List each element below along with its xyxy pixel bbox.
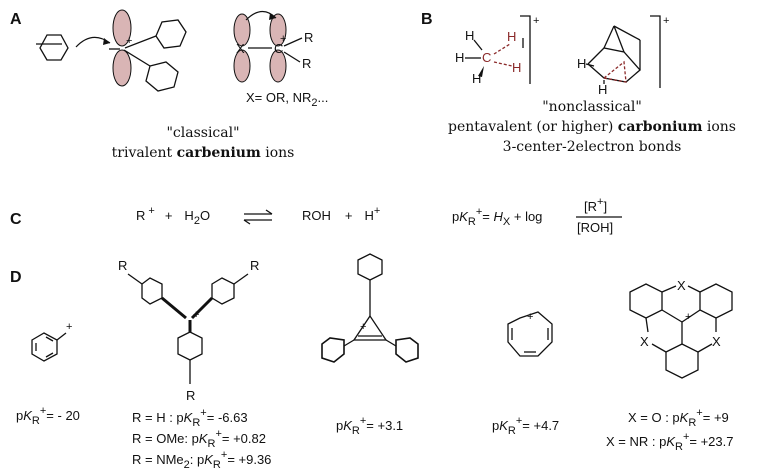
- phenyl-ring-lower: [145, 61, 179, 92]
- phenyl-nucleophile: [36, 34, 69, 61]
- svg-text:+: +: [360, 321, 366, 333]
- svg-text:+: +: [663, 15, 669, 27]
- panel-a: A + X C +: [10, 9, 328, 161]
- svg-text:X: X: [640, 334, 649, 349]
- x-orbital-lower: [233, 49, 251, 83]
- phenyl-ring-upper: [155, 19, 187, 49]
- carbon-center: C: [482, 50, 491, 65]
- x-definition: X= OR, NR2...: [246, 90, 328, 109]
- svg-text:H: H: [577, 56, 586, 71]
- pkr-trityl-ome: R = OMe: pKR+= +0.82: [132, 428, 266, 450]
- svg-text:+: +: [66, 321, 72, 333]
- p-orbital-lower-lobe: [112, 49, 132, 87]
- cation-carbon: C: [274, 41, 283, 56]
- triangulenium-cation: X X X +: [629, 278, 733, 379]
- pkr-x-o: X = O : pKR+= +9: [628, 407, 729, 429]
- panel-c: C R++H2O ROH+H+ pKR+= HX + log [R+] [ROH…: [10, 196, 622, 235]
- caption-nonclassical: "nonclassical": [542, 99, 642, 115]
- pkr-equation: pKR+= HX + log: [452, 206, 542, 228]
- svg-text:R: R: [250, 258, 259, 273]
- panel-a-label: A: [10, 11, 22, 28]
- caption-3c2e: 3-center-2electron bonds: [503, 139, 682, 155]
- svg-text:H: H: [465, 28, 474, 43]
- svg-text:+: +: [280, 33, 286, 45]
- caption-carbonium: pentavalent (or higher) carbonium ions: [448, 119, 736, 135]
- pkr-cyclopropenyl: pKR+= +3.1: [336, 415, 403, 437]
- c-orbital-lower: [269, 49, 287, 83]
- x-orbital-upper: [233, 13, 251, 47]
- panel-d-label: D: [10, 269, 22, 286]
- panel-c-label: C: [10, 211, 22, 228]
- svg-text:+: +: [193, 309, 199, 321]
- tropylium-cation: +: [507, 311, 553, 357]
- c-orbital-upper: [269, 13, 287, 47]
- svg-text:+: +: [533, 15, 539, 27]
- reaction-products: ROH+H+: [302, 205, 380, 223]
- x-atom: X: [236, 41, 245, 56]
- substituent-r-lower: R: [302, 56, 311, 71]
- panel-b: B H H H C H H + H H: [421, 11, 736, 155]
- svg-text:R: R: [186, 388, 195, 403]
- pkr-tropylium: pKR+= +4.7: [492, 415, 559, 437]
- heteroatom-cation: X C + R R: [233, 10, 313, 83]
- svg-text:H: H: [507, 29, 516, 44]
- svg-text:R: R: [118, 258, 127, 273]
- nonclassical-cation-1: H H H C H H +: [455, 15, 539, 86]
- fraction-numerator: [R+]: [584, 196, 607, 214]
- fraction-denominator: [ROH]: [577, 220, 613, 235]
- pkr-trityl-nme2: R = NMe2: pKR+= +9.36: [132, 449, 271, 471]
- svg-text:+: +: [527, 311, 533, 323]
- caption-classical: "classical": [166, 125, 239, 141]
- panel-b-label: B: [421, 11, 433, 28]
- phenyl-cation: +: [31, 321, 72, 362]
- pkr-trityl-list: R = H : pKR+= -6.63 R = OMe: pKR+= +0.82…: [132, 407, 271, 471]
- svg-text:H: H: [472, 71, 481, 86]
- pkr-phenyl: pKR+= - 20: [16, 405, 80, 427]
- substituent-r-upper: R: [304, 30, 313, 45]
- svg-text:H: H: [598, 82, 607, 97]
- norbornyl-cation: H H +: [577, 15, 669, 97]
- svg-text:X: X: [712, 334, 721, 349]
- svg-text:+: +: [685, 311, 691, 323]
- equilibrium-arrows-icon: [243, 209, 273, 225]
- p-orbital-upper-lobe: [112, 9, 132, 47]
- svg-text:H: H: [455, 50, 464, 65]
- triphenylcyclopropenyl-cation: +: [321, 253, 419, 363]
- svg-text:X: X: [677, 278, 686, 293]
- arrow-head-icon: [103, 38, 110, 45]
- donation-arrow-icon: [245, 10, 277, 21]
- carbocation-plus: +: [126, 35, 132, 47]
- reaction-equation: R++H2O: [136, 205, 210, 227]
- pkr-x-nr: X = NR : pKR+= +23.7: [606, 431, 734, 453]
- trityl-cation: R R R +: [118, 258, 259, 403]
- caption-carbenium: trivalent carbenium ions: [112, 145, 295, 161]
- pkr-triangulenium-list: X = O : pKR+= +9 X = NR : pKR+= +23.7: [606, 407, 734, 453]
- pkr-trityl-h: R = H : pKR+= -6.63: [132, 407, 248, 429]
- panel-d: D + pKR+= - 20 R R R + R: [10, 253, 734, 471]
- svg-text:H: H: [512, 60, 521, 75]
